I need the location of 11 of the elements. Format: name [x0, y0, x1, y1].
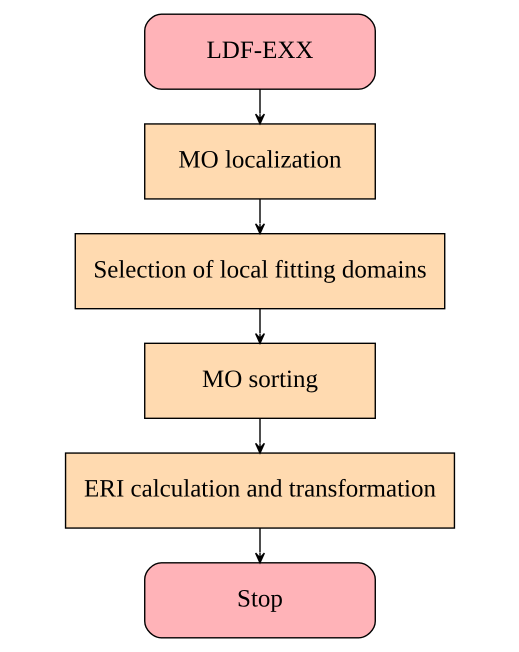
- node-box: ERI calculation and transformation: [64, 452, 455, 529]
- node-box: LDF-EXX: [144, 14, 376, 90]
- arrow: [254, 308, 265, 344]
- arrow: [254, 199, 265, 234]
- node-box: Selection of local fitting domains: [74, 232, 445, 310]
- arrow: [254, 528, 265, 564]
- arrow: [254, 418, 265, 454]
- node-box: Stop: [144, 562, 376, 638]
- node-box: MO localization: [144, 123, 376, 200]
- arrow: [254, 89, 265, 125]
- node-box: MO sorting: [144, 342, 376, 420]
